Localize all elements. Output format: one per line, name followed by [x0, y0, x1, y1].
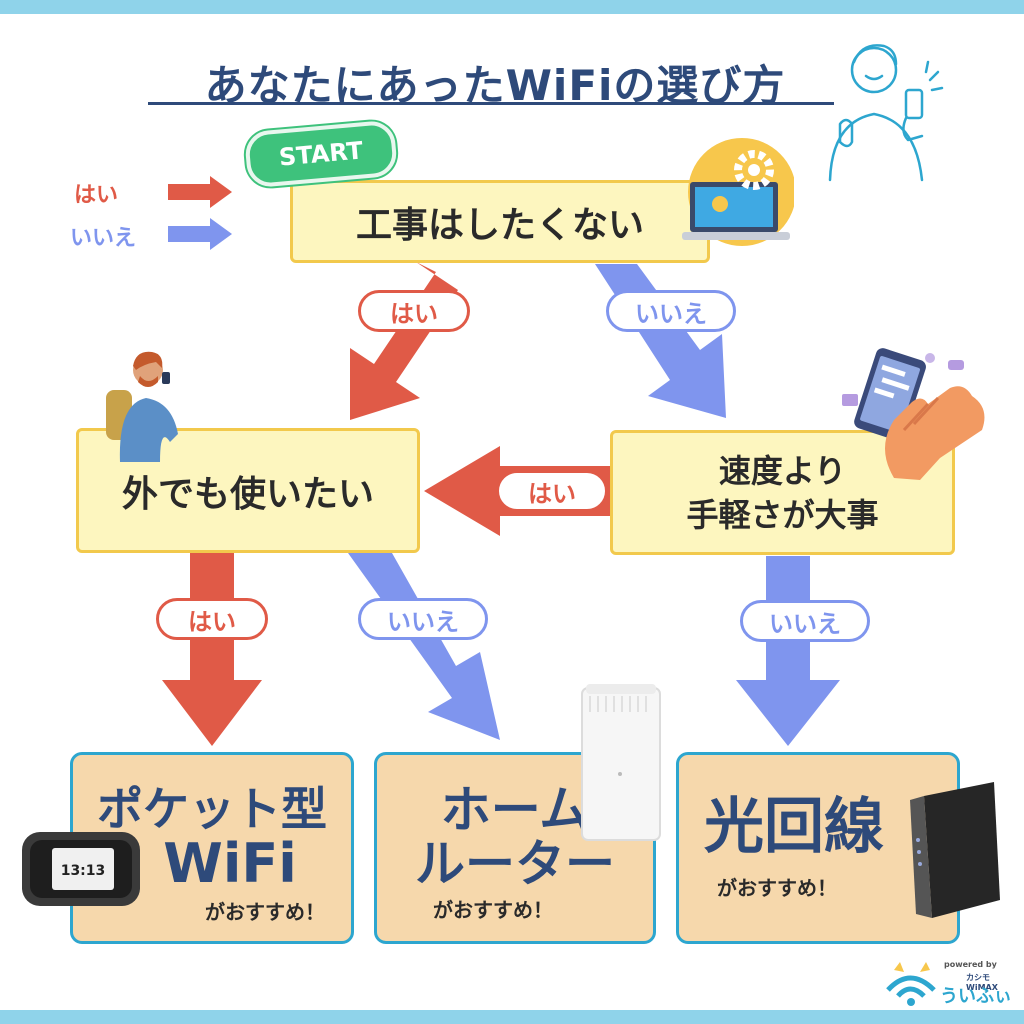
brand-wifi-cat-icon — [886, 962, 936, 1006]
answer-pill-yes-q2: はい — [156, 598, 268, 640]
result-pocket-wifi: ポケット型 WiFi がおすすめ！ — [70, 752, 354, 944]
result-fiber-title: 光回線 — [704, 792, 884, 862]
result-pocket-recommend: がおすすめ！ — [205, 900, 325, 924]
question-ease-over-speed-line1: 速度より — [718, 451, 847, 490]
hand-smartphone-icon — [842, 348, 985, 480]
question-ease-over-speed-line2: 手軽さが大事 — [686, 495, 879, 534]
legend-yes-label: はい — [74, 183, 119, 208]
result-fiber-recommend: がおすすめ！ — [717, 876, 837, 900]
result-home-line1: ホーム — [440, 781, 590, 839]
top-band — [0, 0, 1024, 14]
result-home-line2: ルーター — [415, 835, 615, 893]
arrow-q1-to-q3-no — [595, 264, 726, 418]
brand-partner: カシモ WiMAX — [966, 973, 998, 992]
answer-pill-yes-q3: はい — [496, 470, 608, 512]
thumbs-up-person-icon — [828, 44, 944, 182]
pocket-device-time: 13:13 — [61, 863, 106, 879]
legend-no-arrow — [168, 218, 232, 250]
page-title: あなたにあったWiFiの選び方 — [204, 61, 786, 110]
answer-pill-no-q3: いいえ — [740, 600, 870, 642]
title-underline — [148, 102, 834, 105]
question-no-construction-text: 工事はしたくない — [355, 204, 644, 246]
backpacker-icon — [106, 351, 178, 462]
result-pocket-wifi-title: ポケット型 WiFi — [73, 782, 351, 895]
legend-yes-arrow — [168, 176, 232, 208]
pocket-wifi-device-icon: 13:13 — [22, 832, 140, 906]
result-pocket-line2: WiFi — [163, 831, 297, 895]
legend-no-label: いいえ — [70, 226, 137, 251]
brand-powered-by: powered by — [944, 960, 997, 969]
bottom-band — [0, 1010, 1024, 1024]
answer-pill-yes-q1: はい — [358, 290, 470, 332]
fiber-onu-device-icon — [910, 782, 1000, 918]
question-no-construction: 工事はしたくない — [290, 180, 710, 263]
arrow-q3-to-fiber-no — [736, 556, 840, 746]
answer-pill-no-q1: いいえ — [606, 290, 736, 332]
brand-logo-word: ういふぃ — [940, 986, 1012, 1007]
result-home-recommend: がおすすめ！ — [433, 898, 553, 922]
arrow-q2-to-home-no — [348, 553, 500, 740]
result-home-router-title: ホーム ルーター — [377, 783, 653, 891]
laptop-settings-icon — [682, 138, 794, 246]
answer-pill-no-q2: いいえ — [358, 598, 488, 640]
arrow-q1-to-q2-yes — [350, 262, 458, 420]
question-ease-over-speed: 速度より 手軽さが大事 — [610, 430, 955, 555]
result-pocket-line1: ポケット型 — [97, 782, 327, 836]
question-use-outside-text: 外でも使いたい — [121, 473, 374, 515]
home-router-device-icon — [581, 684, 661, 841]
arrow-q2-to-pocket-yes — [162, 553, 262, 746]
